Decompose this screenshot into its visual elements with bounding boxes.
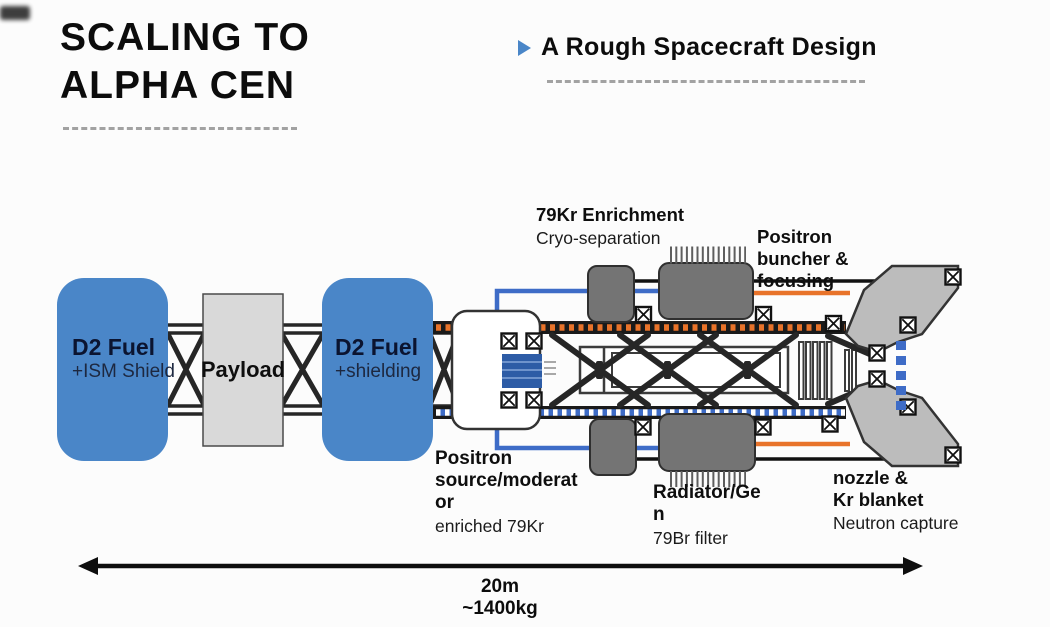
- tank-subtitle: +ISM Shield: [72, 361, 175, 382]
- title-line-1: SCALING TO: [60, 16, 310, 59]
- equipment-units: [587, 262, 756, 476]
- strut-marker-icon: [500, 391, 518, 409]
- bullet-triangle-icon: [518, 39, 531, 56]
- annotation-bold: focusing: [757, 270, 835, 291]
- title-underline: [63, 127, 297, 130]
- section-header-text: A Rough Spacecraft Design: [541, 33, 877, 61]
- positron-source-annotation: Positron source/moderat or enriched 79Kr: [435, 448, 578, 538]
- radiator-gen-unit: [658, 413, 756, 472]
- strut-marker-icon: [525, 332, 543, 350]
- scale-arrow: [78, 557, 923, 575]
- exhaust-axis-dashes: [896, 341, 906, 410]
- enrichment-annotation: 79Kr Enrichment Cryo-separation: [536, 204, 684, 250]
- page-title: SCALING TO ALPHA CEN: [60, 14, 310, 110]
- annotation-bold: Positron: [757, 226, 833, 247]
- annotation-bold: Kr blanket: [833, 489, 924, 510]
- nozzle-annotation: nozzle & Kr blanket Neutron capture: [833, 467, 959, 535]
- annotation-normal: Cryo-separation: [536, 228, 661, 248]
- positron-source-module: [450, 309, 556, 431]
- d2-fuel-front-tank: [57, 278, 168, 461]
- annotation-bold: n: [653, 504, 665, 525]
- scale-annotation: 20m ~1400kg: [420, 576, 580, 620]
- tank-title: D2 Fuel: [335, 334, 419, 360]
- filter-unit: [589, 418, 637, 476]
- annotation-bold: 79Kr Enrichment: [536, 204, 685, 225]
- annotation-normal: Neutron capture: [833, 513, 959, 533]
- accelerator-tube: [578, 345, 790, 395]
- nozzle-wing-bottom: [844, 378, 960, 468]
- section-header: A Rough Spacecraft Design: [518, 33, 877, 62]
- annotation-bold: buncher &: [757, 248, 849, 269]
- annotation-bold: Radiator/Ge: [653, 482, 761, 503]
- radiator-annotation: Radiator/Ge n 79Br filter: [653, 482, 761, 550]
- payload-box: [202, 293, 284, 447]
- strut-marker-icon: [525, 391, 543, 409]
- d2-fuel-rear-label: D2 Fuel +shielding: [335, 334, 445, 384]
- tank-subtitle: +shielding: [335, 361, 422, 382]
- strut-marker-icon: [500, 332, 518, 350]
- scale-length: 20m: [480, 576, 520, 597]
- payload-label: Payload: [200, 357, 286, 382]
- d2-fuel-front-label: D2 Fuel +ISM Shield: [72, 334, 182, 384]
- magnetic-nozzle: [844, 264, 962, 468]
- cryo-separator-unit: [587, 265, 635, 323]
- annotation-bold: Positron: [435, 448, 513, 469]
- enrichment-radiator-unit: [658, 262, 754, 320]
- nozzle-wing-top: [844, 264, 960, 354]
- annotation-bold: or: [435, 492, 454, 513]
- title-line-2: ALPHA CEN: [60, 64, 296, 107]
- buncher-annotation: Positron buncher & focusing: [757, 226, 848, 292]
- subtitle-underline: [547, 80, 865, 83]
- annotation-normal: enriched 79Kr: [435, 516, 544, 536]
- annotation-bold: source/moderat: [435, 470, 578, 491]
- scale-mass: ~1400kg: [462, 598, 538, 619]
- tank-title: D2 Fuel: [72, 334, 156, 360]
- truss-joints: [596, 361, 751, 379]
- annotation-normal: 79Br filter: [653, 528, 728, 548]
- d2-fuel-rear-tank: [322, 278, 433, 461]
- grid-bars: [798, 341, 857, 400]
- corner-artifact: [0, 6, 30, 20]
- annotation-bold: nozzle &: [833, 467, 909, 488]
